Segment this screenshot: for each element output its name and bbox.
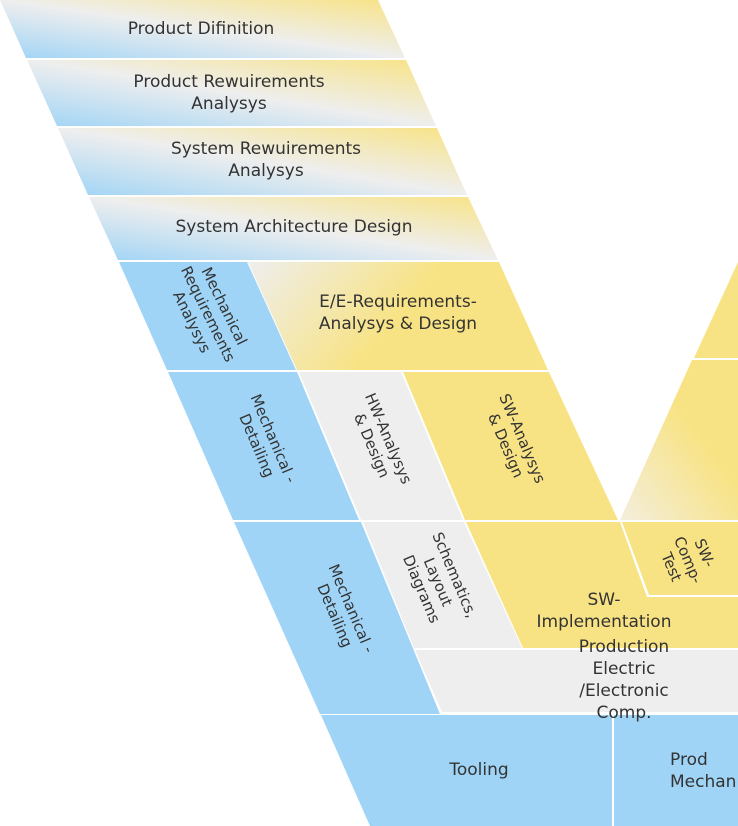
block-sw-comp-test xyxy=(622,522,738,595)
block-hw-analysis xyxy=(299,372,463,520)
band-product-requirements xyxy=(27,60,436,126)
block-schematics xyxy=(363,522,522,648)
label-system-requirements: System Rewuirements Analysys xyxy=(170,139,362,181)
label-production-electric: Production Electric /Electronic Comp. xyxy=(578,637,670,723)
label-product-definition: Product Difinition xyxy=(127,19,275,39)
block-mechanical-requirements xyxy=(119,262,296,370)
label-sw-implementation: SW- Implementation xyxy=(536,590,672,632)
block-production-mechanical xyxy=(614,715,738,826)
label-ee-requirements: E/E-Requirements- Analysys & Design xyxy=(318,292,478,334)
block-mechanical-detailing-1 xyxy=(168,372,359,520)
block-right-arm-top xyxy=(694,262,738,358)
block-tooling xyxy=(321,715,612,826)
block-mechanical-detailing-2 xyxy=(234,522,440,714)
block-sw-implementation xyxy=(466,522,738,648)
band-product-definition xyxy=(0,0,405,58)
block-production-electric xyxy=(415,650,738,712)
block-right-arm-mid xyxy=(620,360,738,520)
label-product-requirements: Product Rewuirements Analysys xyxy=(133,72,325,114)
band-system-architecture xyxy=(89,197,498,260)
label-tooling: Tooling xyxy=(449,760,509,780)
band-system-requirements xyxy=(58,128,467,195)
block-sw-analysis xyxy=(403,372,618,520)
block-ee-requirements xyxy=(248,262,548,370)
label-system-architecture: System Architecture Design xyxy=(175,217,413,237)
label-production-mechanical: Prod Mechani xyxy=(670,750,738,792)
